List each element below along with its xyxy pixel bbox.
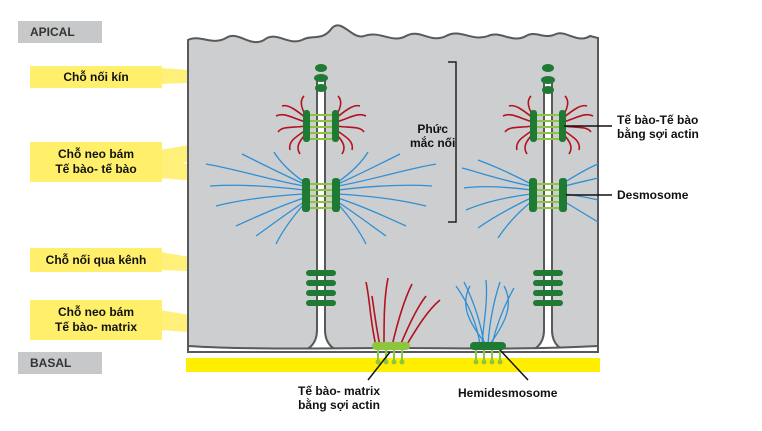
gap-junction-left — [306, 270, 336, 306]
junctional-complex-label: Phức mắc nối — [410, 122, 456, 150]
callout-cell-matrix-anchor: Chỗ neo bám Tế bào- matrix — [30, 300, 162, 340]
focal-adhesion — [372, 342, 410, 365]
adherens-junction-right — [530, 110, 566, 142]
basal-tag: BASAL — [18, 352, 102, 374]
basal-lamina — [186, 358, 600, 372]
actin-cell-matrix-label: Tế bào- matrix bằng sợi actin — [298, 384, 381, 412]
apical-tag: APICAL — [18, 21, 102, 43]
right-leader-lines — [564, 125, 612, 196]
intermediate-filaments-desmosome — [205, 151, 599, 245]
junctional-complex-bracket — [448, 61, 457, 223]
callout-cell-cell-anchor: Chỗ neo bám Tế bào- tế bào — [30, 142, 162, 182]
tight-junction-left — [314, 64, 328, 92]
actin-filaments-focal — [365, 277, 441, 347]
desmosome-right — [529, 178, 567, 212]
desmosome-left — [302, 178, 340, 212]
adherens-junction-left — [303, 110, 339, 142]
desmosome-label: Desmosome — [617, 188, 689, 202]
gap-junction-right — [533, 270, 563, 306]
actin-cell-cell-label: Tế bào-Tế bào bằng sợi actin — [617, 113, 699, 141]
tight-junction-right — [541, 64, 555, 94]
bottom-leader-lines — [367, 349, 529, 381]
hemidesmosome-label: Hemidesmosome — [458, 386, 558, 400]
callout-tight-junction: Chỗ nối kín — [30, 66, 162, 88]
callout-gap-junction: Chỗ nối qua kênh — [30, 248, 162, 272]
hemidesmosome — [470, 342, 506, 365]
intermediate-filaments-hemidesmosome — [455, 279, 515, 345]
